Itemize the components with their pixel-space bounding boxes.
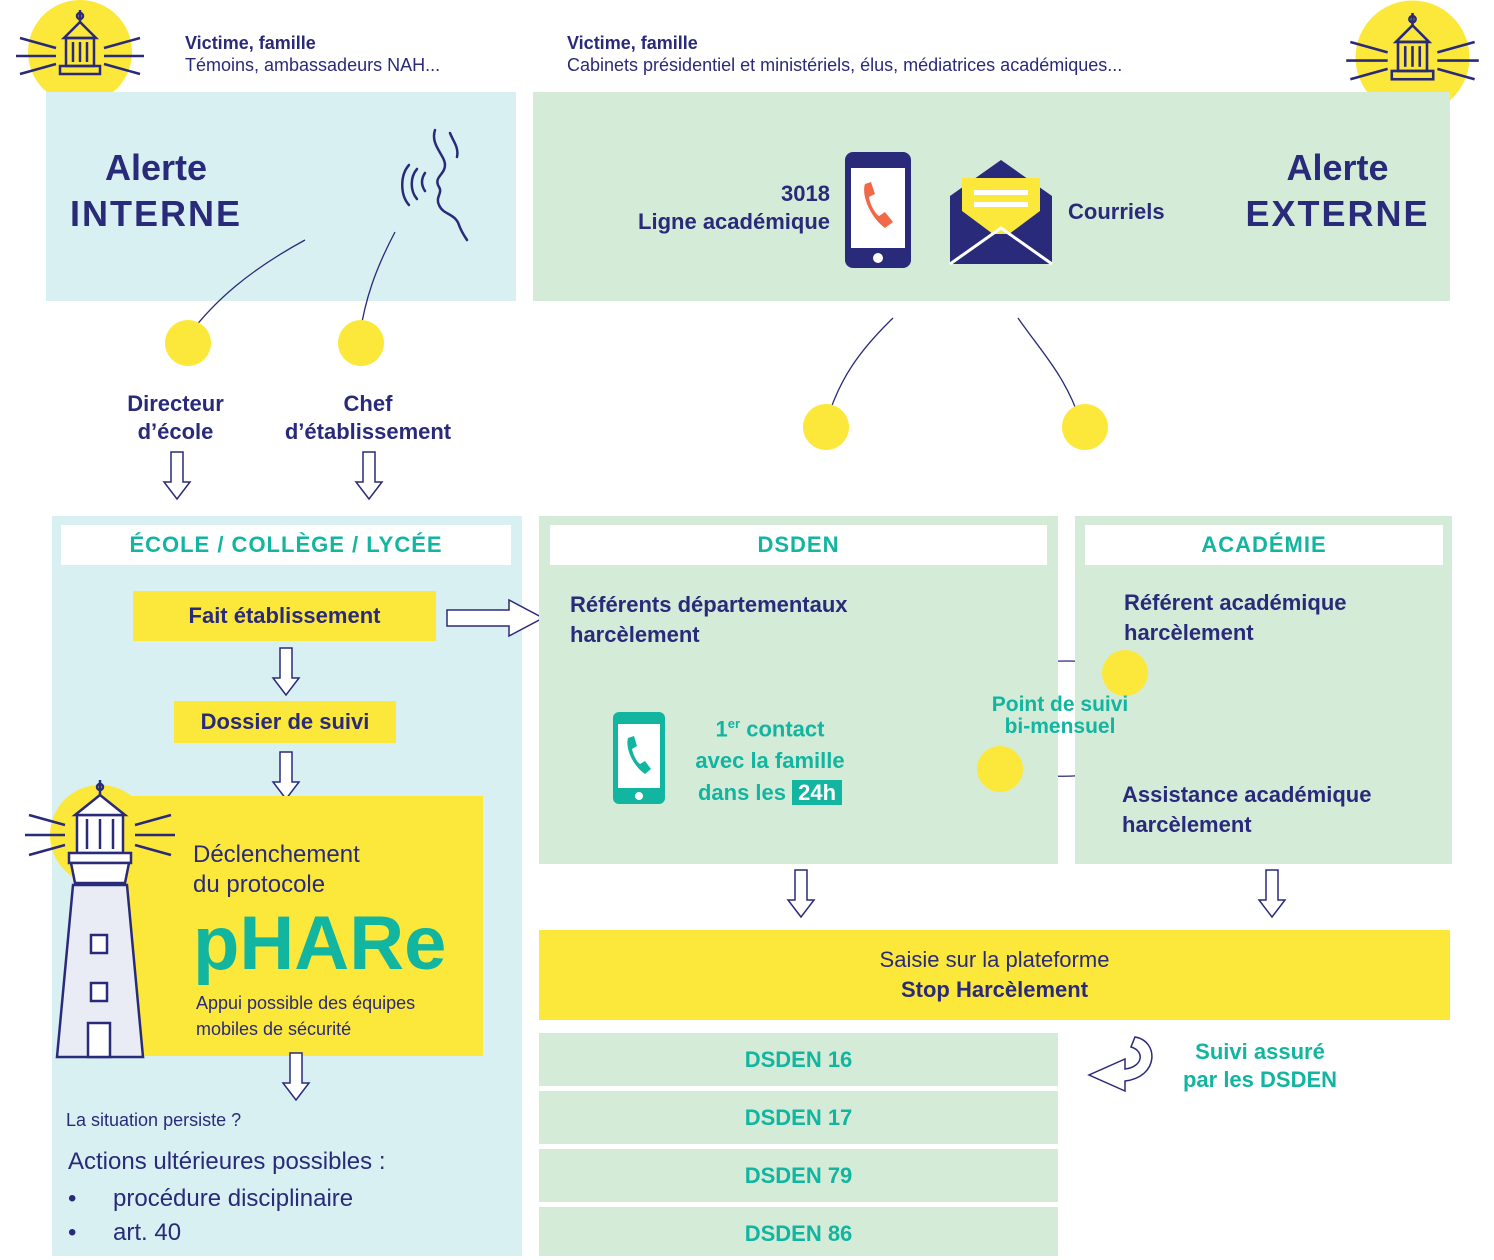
down-arrow-icon (354, 451, 384, 501)
dsden-row-16: DSDEN 16 (539, 1033, 1058, 1086)
chef-line2: d’établissement (284, 419, 452, 444)
contact-badge: 24h (792, 780, 843, 806)
directeur-label: Directeur d’école (98, 390, 253, 446)
down-arrow-icon (162, 451, 192, 501)
dsden-contact: 1er contact avec la famille dans les 24h (680, 708, 860, 809)
phare-appui-line1: Appui possible des équipes (196, 993, 416, 1013)
phare-title: pHARe (193, 901, 447, 986)
dsden-header: DSDEN (550, 525, 1047, 565)
academie-assist-line1: Assistance académique (1122, 782, 1372, 807)
saisie-box: Saisie sur la plateforme Stop Harcèlemen… (539, 930, 1450, 1020)
list-item: •procédure disciplinaire (68, 1185, 354, 1212)
phare-decl-line2: du protocole (193, 871, 326, 898)
down-arrow-icon (271, 751, 301, 801)
school-header: ÉCOLE / COLLÈGE / LYCÉE (61, 525, 511, 565)
contact-line2: avec la famille (695, 748, 845, 774)
down-arrow-icon (1257, 869, 1287, 919)
dsden-row-79: DSDEN 79 (539, 1149, 1058, 1202)
saisie-line1: Saisie sur la plateforme (879, 947, 1110, 972)
contact-line1: 1er contact (715, 716, 825, 742)
right-arrow-icon (446, 598, 545, 638)
actions-title: Actions ultérieures possibles : (68, 1148, 386, 1175)
actions-list: •procédure disciplinaire •art. 40 (68, 1182, 353, 1250)
top-left-line2: Témoins, ambassadeurs NAH... (185, 55, 441, 75)
alerte-interne-line2: INTERNE (69, 193, 242, 234)
top-right-sources: Victime, famille Cabinets présidentiel e… (567, 32, 1122, 76)
down-arrow-icon (786, 869, 816, 919)
academie-ref-line2: harcèlement (1124, 620, 1254, 645)
down-arrow-icon (271, 647, 301, 697)
dot-chef (338, 320, 384, 366)
dsden-ref-line1: Référents départementaux (570, 592, 848, 617)
alerte-externe-title: Alerte EXTERNE (1230, 145, 1445, 237)
academie-header: ACADÉMIE (1085, 525, 1443, 565)
phare-appui: Appui possible des équipes mobiles de sé… (196, 990, 415, 1042)
alerte-interne-line1: Alerte (104, 147, 208, 188)
lighthouse-badge-right-icon (1346, 0, 1479, 115)
dot-academie (1062, 404, 1108, 450)
contact-line3: dans les 24h (680, 777, 860, 809)
situation-persiste: La situation persiste ? (66, 1110, 242, 1130)
dsden-row-17: DSDEN 17 (539, 1091, 1058, 1144)
lighthouse-badge-left-icon (16, 0, 144, 104)
top-left-line1: Victime, famille (185, 33, 316, 53)
list-item: •art. 40 (68, 1219, 182, 1246)
point-suivi: Point de suivi bi-mensuel (965, 694, 1155, 738)
phare-appui-line2: mobiles de sécurité (196, 1019, 352, 1039)
ext-mail-label: Courriels (1068, 199, 1165, 224)
dsden-referents: Référents départementaux harcèlement (570, 590, 848, 650)
fait-etablissement-box: Fait établissement (133, 591, 436, 641)
academie-assistance: Assistance académique harcèlement (1122, 780, 1371, 840)
alerte-externe-line1: Alerte (1286, 147, 1389, 188)
academie-ref-line1: Référent académique (1124, 590, 1347, 615)
ext-phone-line2: Ligne académique (638, 209, 830, 234)
dossier-suivi-box: Dossier de suivi (174, 701, 396, 743)
saisie-line2: Stop Harcèlement (900, 977, 1089, 1002)
top-right-line1: Victime, famille (567, 33, 698, 53)
ext-phone-line1: 3018 (781, 181, 830, 206)
dsden-ref-line2: harcèlement (570, 622, 700, 647)
lighthouse-icon (25, 780, 175, 1059)
chef-line1: Chef (343, 391, 393, 416)
directeur-line2: d’école (137, 419, 214, 444)
top-left-sources: Victime, famille Témoins, ambassadeurs N… (185, 32, 440, 76)
dot-suivi-left (977, 746, 1023, 792)
phare-box (113, 796, 483, 1056)
envelope-icon (949, 160, 1053, 266)
phare-decl-line1: Déclenchement (193, 841, 360, 868)
directeur-line1: Directeur (127, 391, 224, 416)
speaking-head-icon (401, 128, 469, 242)
down-arrow-icon (281, 1052, 311, 1102)
chef-label: Chef d’établissement (268, 390, 468, 446)
phone-teal-icon (613, 712, 665, 804)
dot-suivi-right (1102, 650, 1148, 696)
ext-phone-label: 3018 Ligne académique (600, 180, 830, 236)
suivi-line2: par les DSDEN (1182, 1067, 1338, 1092)
point-suivi-line1: Point de suivi (991, 693, 1129, 716)
top-right-line2: Cabinets présidentiel et ministériels, é… (567, 55, 1123, 75)
curved-return-arrow-icon (1087, 1036, 1153, 1093)
dsden-panel (539, 516, 1058, 864)
suivi-line1: Suivi assuré (1195, 1039, 1325, 1064)
academie-assist-line2: harcèlement (1122, 812, 1252, 837)
suivi-dsden: Suivi assuré par les DSDEN (1165, 1038, 1355, 1094)
alerte-interne-title: Alerte INTERNE (46, 145, 266, 237)
point-suivi-line2: bi-mensuel (1004, 715, 1116, 738)
academie-referent: Référent académique harcèlement (1124, 588, 1347, 648)
alerte-externe-line2: EXTERNE (1245, 193, 1430, 234)
dot-directeur (165, 320, 211, 366)
phare-declenchement: Déclenchement du protocole (193, 840, 360, 900)
dsden-row-86: DSDEN 86 (539, 1207, 1058, 1256)
phone-icon (845, 152, 911, 268)
dot-dsden (803, 404, 849, 450)
